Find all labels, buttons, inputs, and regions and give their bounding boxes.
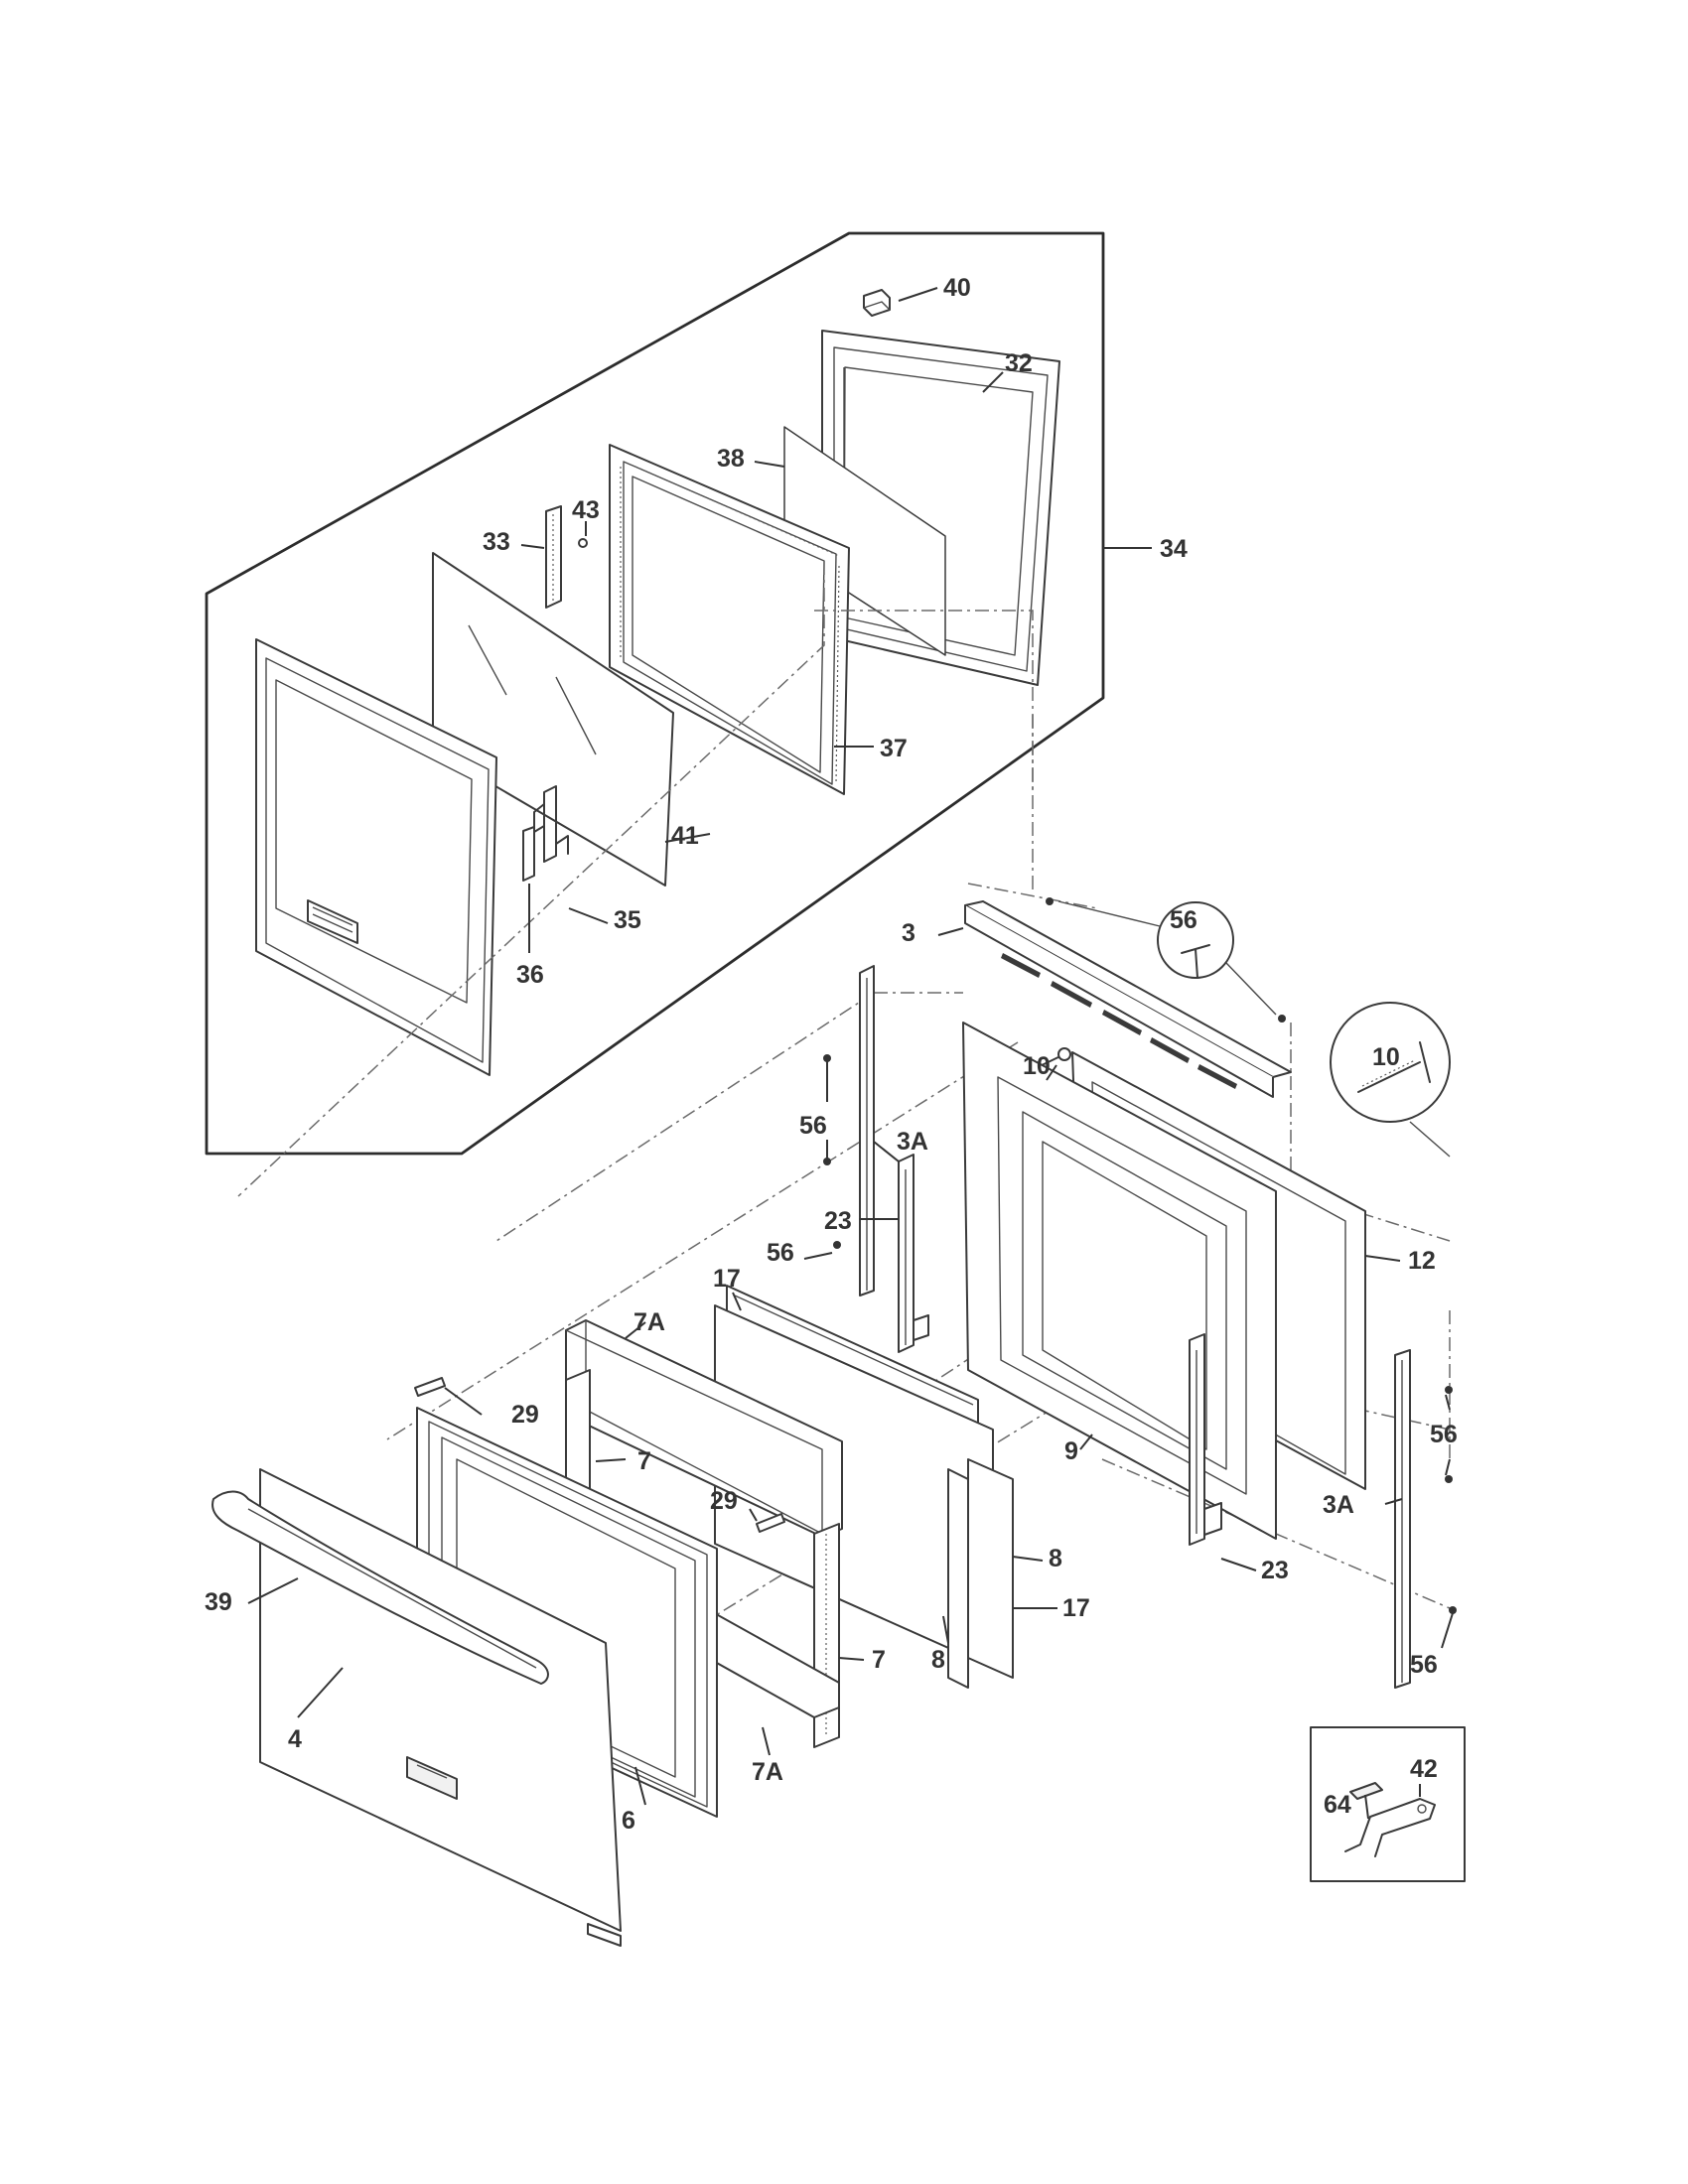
label-56-right: 56 bbox=[1430, 1421, 1458, 1448]
label-10-small: 10 bbox=[1023, 1052, 1051, 1080]
label-7A-top: 7A bbox=[633, 1308, 665, 1336]
leader-lines bbox=[247, 287, 1454, 1820]
label-12: 12 bbox=[1408, 1247, 1436, 1275]
clip-part-40 bbox=[863, 289, 891, 317]
screw-detail-circle-56 bbox=[1057, 900, 1277, 1016]
vent-strip-part-3 bbox=[964, 900, 1292, 1098]
label-42: 42 bbox=[1410, 1755, 1438, 1783]
label-3A-right: 3A bbox=[1323, 1491, 1354, 1519]
label-17-top: 17 bbox=[713, 1265, 741, 1293]
label-23-bottom: 23 bbox=[1261, 1557, 1289, 1584]
hinge-part-23-bottom bbox=[1189, 1333, 1222, 1546]
label-36: 36 bbox=[516, 961, 544, 989]
label-35: 35 bbox=[614, 906, 641, 934]
outer-door-panel bbox=[255, 638, 497, 1076]
hinge-bracket-part-35 bbox=[533, 785, 569, 863]
inset-box bbox=[1310, 1726, 1466, 1882]
label-23-top: 23 bbox=[824, 1207, 852, 1235]
label-34: 34 bbox=[1160, 535, 1188, 563]
screw-markers bbox=[823, 897, 1457, 1614]
part-42-bracket bbox=[1344, 1798, 1436, 1857]
label-33: 33 bbox=[483, 528, 510, 556]
label-9: 9 bbox=[1064, 1437, 1078, 1465]
label-29-a: 29 bbox=[511, 1401, 539, 1429]
label-29-b: 29 bbox=[710, 1487, 738, 1515]
label-43: 43 bbox=[572, 496, 600, 524]
glass-panel-part-38 bbox=[783, 426, 946, 656]
bolt-detail-circle-10 bbox=[1330, 1002, 1451, 1158]
label-56-b: 56 bbox=[767, 1239, 794, 1267]
bracket-part-36 bbox=[522, 826, 535, 882]
label-7A-bottom: 7A bbox=[752, 1758, 783, 1786]
label-56-a: 56 bbox=[799, 1112, 827, 1140]
label-7-a: 7 bbox=[637, 1447, 651, 1475]
strip-part-3A-left bbox=[859, 965, 875, 1297]
pin-part-29-b bbox=[756, 1513, 785, 1533]
gasket-strip-part-33 bbox=[545, 505, 562, 609]
hinge-part-23-top bbox=[898, 1154, 929, 1353]
part-labels: 40 32 38 43 33 34 37 41 35 36 3 56 10 10… bbox=[205, 274, 1458, 1835]
label-3: 3 bbox=[902, 919, 915, 947]
label-37: 37 bbox=[880, 735, 908, 762]
serrated-frame-part-37 bbox=[609, 444, 850, 795]
label-17-bottom: 17 bbox=[1062, 1594, 1090, 1622]
label-40: 40 bbox=[943, 274, 971, 302]
label-56-circle: 56 bbox=[1170, 906, 1197, 934]
label-6: 6 bbox=[622, 1807, 635, 1835]
pin-part-29-a bbox=[414, 1377, 446, 1397]
label-32: 32 bbox=[1005, 349, 1033, 377]
label-8-b: 8 bbox=[931, 1646, 945, 1674]
label-39: 39 bbox=[205, 1588, 232, 1616]
assembly-34-outline bbox=[205, 231, 1105, 1156]
panel-part-17-bottom bbox=[947, 1468, 969, 1689]
label-7-b: 7 bbox=[872, 1646, 886, 1674]
label-41: 41 bbox=[671, 822, 699, 850]
label-64: 64 bbox=[1324, 1791, 1351, 1819]
label-8-a: 8 bbox=[1049, 1545, 1062, 1572]
window-assembly-group-34 bbox=[205, 231, 1105, 1156]
label-38: 38 bbox=[717, 445, 745, 473]
label-56-bottom: 56 bbox=[1410, 1651, 1438, 1679]
label-3A-left: 3A bbox=[897, 1128, 928, 1156]
part-64-pad bbox=[1349, 1782, 1383, 1800]
glass-part-41 bbox=[432, 552, 674, 887]
label-10-circle: 10 bbox=[1372, 1043, 1400, 1071]
screw-part-43 bbox=[578, 538, 588, 548]
handle-part-39 bbox=[211, 1490, 549, 1685]
strip-part-3A-right bbox=[1394, 1349, 1411, 1689]
panel-part-8-bottom bbox=[967, 1458, 1014, 1679]
label-4: 4 bbox=[288, 1725, 302, 1753]
